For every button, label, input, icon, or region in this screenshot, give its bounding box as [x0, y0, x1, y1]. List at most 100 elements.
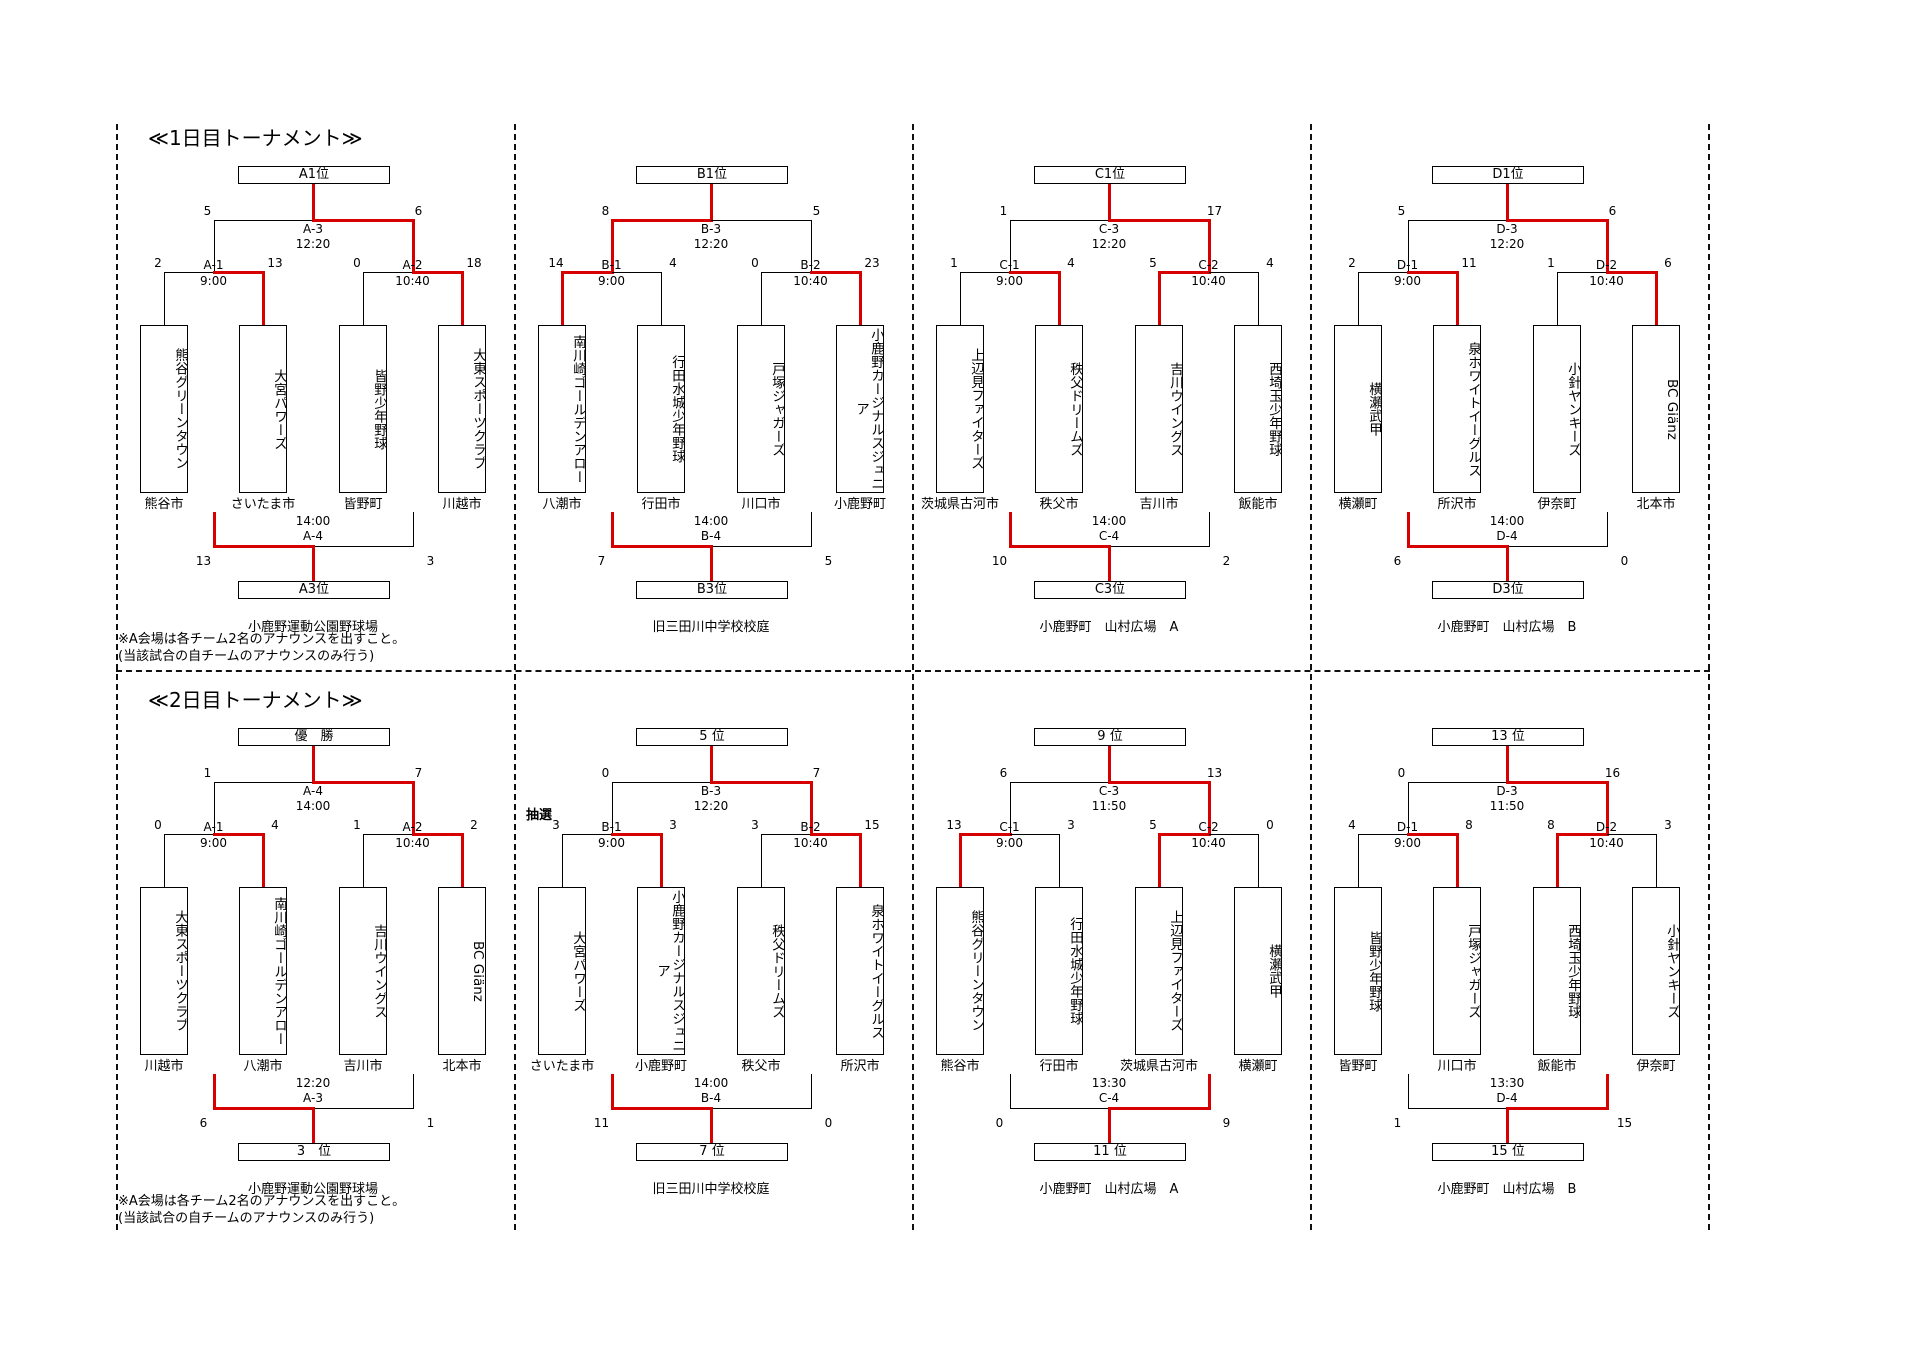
sf1-bar-right — [212, 833, 265, 836]
sf2-score-right: 4 — [1266, 256, 1274, 270]
final-bar-right — [1108, 219, 1211, 222]
top-rank-box: A1位 — [238, 166, 390, 184]
third-time: 14:00 — [1489, 514, 1525, 528]
day2-note-1: ※A会場は各チーム2名のアナウンスを出すこと。 — [118, 1194, 406, 1209]
third-bar-right — [1108, 1107, 1211, 1110]
team-box: 吉川ウイングス — [1135, 325, 1183, 493]
team-box: 行田水城少年野球 — [1035, 887, 1083, 1055]
sf1-leg-left — [1358, 272, 1359, 325]
team-name: 戸塚ジャガーズ — [769, 361, 784, 457]
team-city: 八潮市 — [243, 1059, 283, 1074]
final-bar-right — [1506, 781, 1609, 784]
third-code: B-4 — [700, 529, 722, 543]
sf1-bar-right — [1406, 271, 1459, 274]
sf1-score-left: 0 — [154, 818, 162, 832]
team-name: 小鹿野カージナルスジュニア — [654, 890, 684, 1052]
final-score-right: 16 — [1604, 766, 1621, 780]
team-name: 戸塚ジャガーズ — [1465, 923, 1480, 1019]
sf2-time: 10:40 — [1589, 836, 1624, 850]
team-name: 横瀬武甲 — [1266, 944, 1281, 998]
sf2-leg-right — [859, 272, 862, 325]
sf2-score-right: 0 — [1266, 818, 1274, 832]
final-bar-left — [1407, 220, 1508, 221]
final-score-left: 1 — [203, 766, 212, 780]
team-box: 戸塚ジャガーズ — [737, 325, 785, 493]
team-city: 伊奈町 — [1537, 497, 1577, 512]
team-name: 小針ヤンキーズ — [1565, 361, 1580, 457]
team-city: 横瀬町 — [1338, 497, 1378, 512]
sf2-score-left: 5 — [1149, 256, 1157, 270]
third-leg-right — [1208, 512, 1210, 546]
sf2-bar-left — [1557, 272, 1608, 273]
third-winner-line — [710, 546, 713, 581]
third-leg-left — [212, 1074, 216, 1108]
bottom-rank-box: 3 位 — [238, 1143, 390, 1161]
final-bar-left — [213, 220, 314, 221]
sf2-time: 10:40 — [1191, 274, 1226, 288]
team-box: 西埼玉少年野球 — [1234, 325, 1282, 493]
sf2-bar-left — [363, 834, 414, 835]
team-name: 小鹿野カージナルスジュニア — [853, 328, 883, 490]
final-score-right: 7 — [414, 766, 423, 780]
final-leg-right — [810, 220, 812, 272]
sf1-score-right: 8 — [1465, 818, 1473, 832]
sf2-score-right: 2 — [470, 818, 478, 832]
team-city: 秩父市 — [1039, 497, 1079, 512]
venue-label: 小鹿野運動公園野球場 — [247, 620, 379, 635]
sf2-leg-left — [363, 834, 364, 887]
sf1-time: 9:00 — [996, 274, 1023, 288]
sf2-leg-left — [363, 272, 364, 325]
day1-note-1: ※A会場は各チーム2名のアナウンスを出すこと。 — [118, 632, 406, 647]
sf1-code: C-1 — [999, 258, 1020, 272]
third-winner-line — [710, 1108, 713, 1143]
team-name: 大東スポーツクラブ — [470, 348, 485, 470]
third-time: 13:30 — [1091, 1076, 1127, 1090]
sf2-leg-left — [1557, 272, 1558, 325]
team-box: 皆野少年野球 — [339, 325, 387, 493]
final-code: C-3 — [1098, 784, 1120, 798]
final-code: A-3 — [303, 222, 323, 236]
team-name: 南川崎ゴールデンアロー — [271, 896, 286, 1046]
team-city: 伊奈町 — [1636, 1059, 1676, 1074]
final-score-right: 7 — [812, 766, 821, 780]
team-city: 川口市 — [741, 497, 781, 512]
sf1-score-right: 3 — [1067, 818, 1075, 832]
final-bar-right — [1506, 219, 1609, 222]
team-box: 行田水城少年野球 — [637, 325, 685, 493]
final-leg-left — [1407, 220, 1409, 272]
team-box: 秩父ドリームズ — [1035, 325, 1083, 493]
final-bar-left — [610, 219, 713, 222]
third-code: A-3 — [303, 1091, 323, 1105]
sf2-leg-left — [1158, 272, 1161, 325]
sf2-leg-left — [761, 272, 762, 325]
third-bar-left — [1009, 1108, 1110, 1109]
team-name: 上辺見ファイターズ — [1167, 910, 1182, 1032]
team-name: 大宮パワーズ — [570, 930, 585, 1012]
final-time: 12:20 — [1091, 237, 1127, 251]
final-bar-right — [710, 781, 813, 784]
third-code: B-4 — [700, 1091, 722, 1105]
sf2-bar-right — [1208, 272, 1259, 273]
third-leg-right — [412, 1074, 414, 1108]
sf1-bar-right — [1008, 271, 1061, 274]
team-city: 所沢市 — [1437, 497, 1477, 512]
final-bar-right — [711, 220, 812, 221]
sf1-leg-left — [164, 272, 165, 325]
venue-label: 旧三田川中学校校庭 — [652, 620, 770, 635]
third-time: 13:30 — [1489, 1076, 1525, 1090]
final-time: 12:20 — [693, 799, 729, 813]
final-bar-left — [1009, 220, 1110, 221]
final-winner-line — [1506, 746, 1509, 782]
team-city: 飯能市 — [1537, 1059, 1577, 1074]
third-score-left: 6 — [199, 1116, 208, 1130]
third-score-left: 6 — [1393, 554, 1402, 568]
team-name: 秩父ドリームズ — [1067, 361, 1082, 457]
third-bar-right — [1507, 546, 1608, 547]
venue-label: 旧三田川中学校校庭 — [652, 1182, 770, 1197]
third-bar-right — [313, 546, 414, 547]
top-rank-box: B1位 — [636, 166, 788, 184]
venue-label: 小鹿野町 山村広場 B — [1437, 620, 1577, 635]
final-score-right: 5 — [812, 204, 821, 218]
